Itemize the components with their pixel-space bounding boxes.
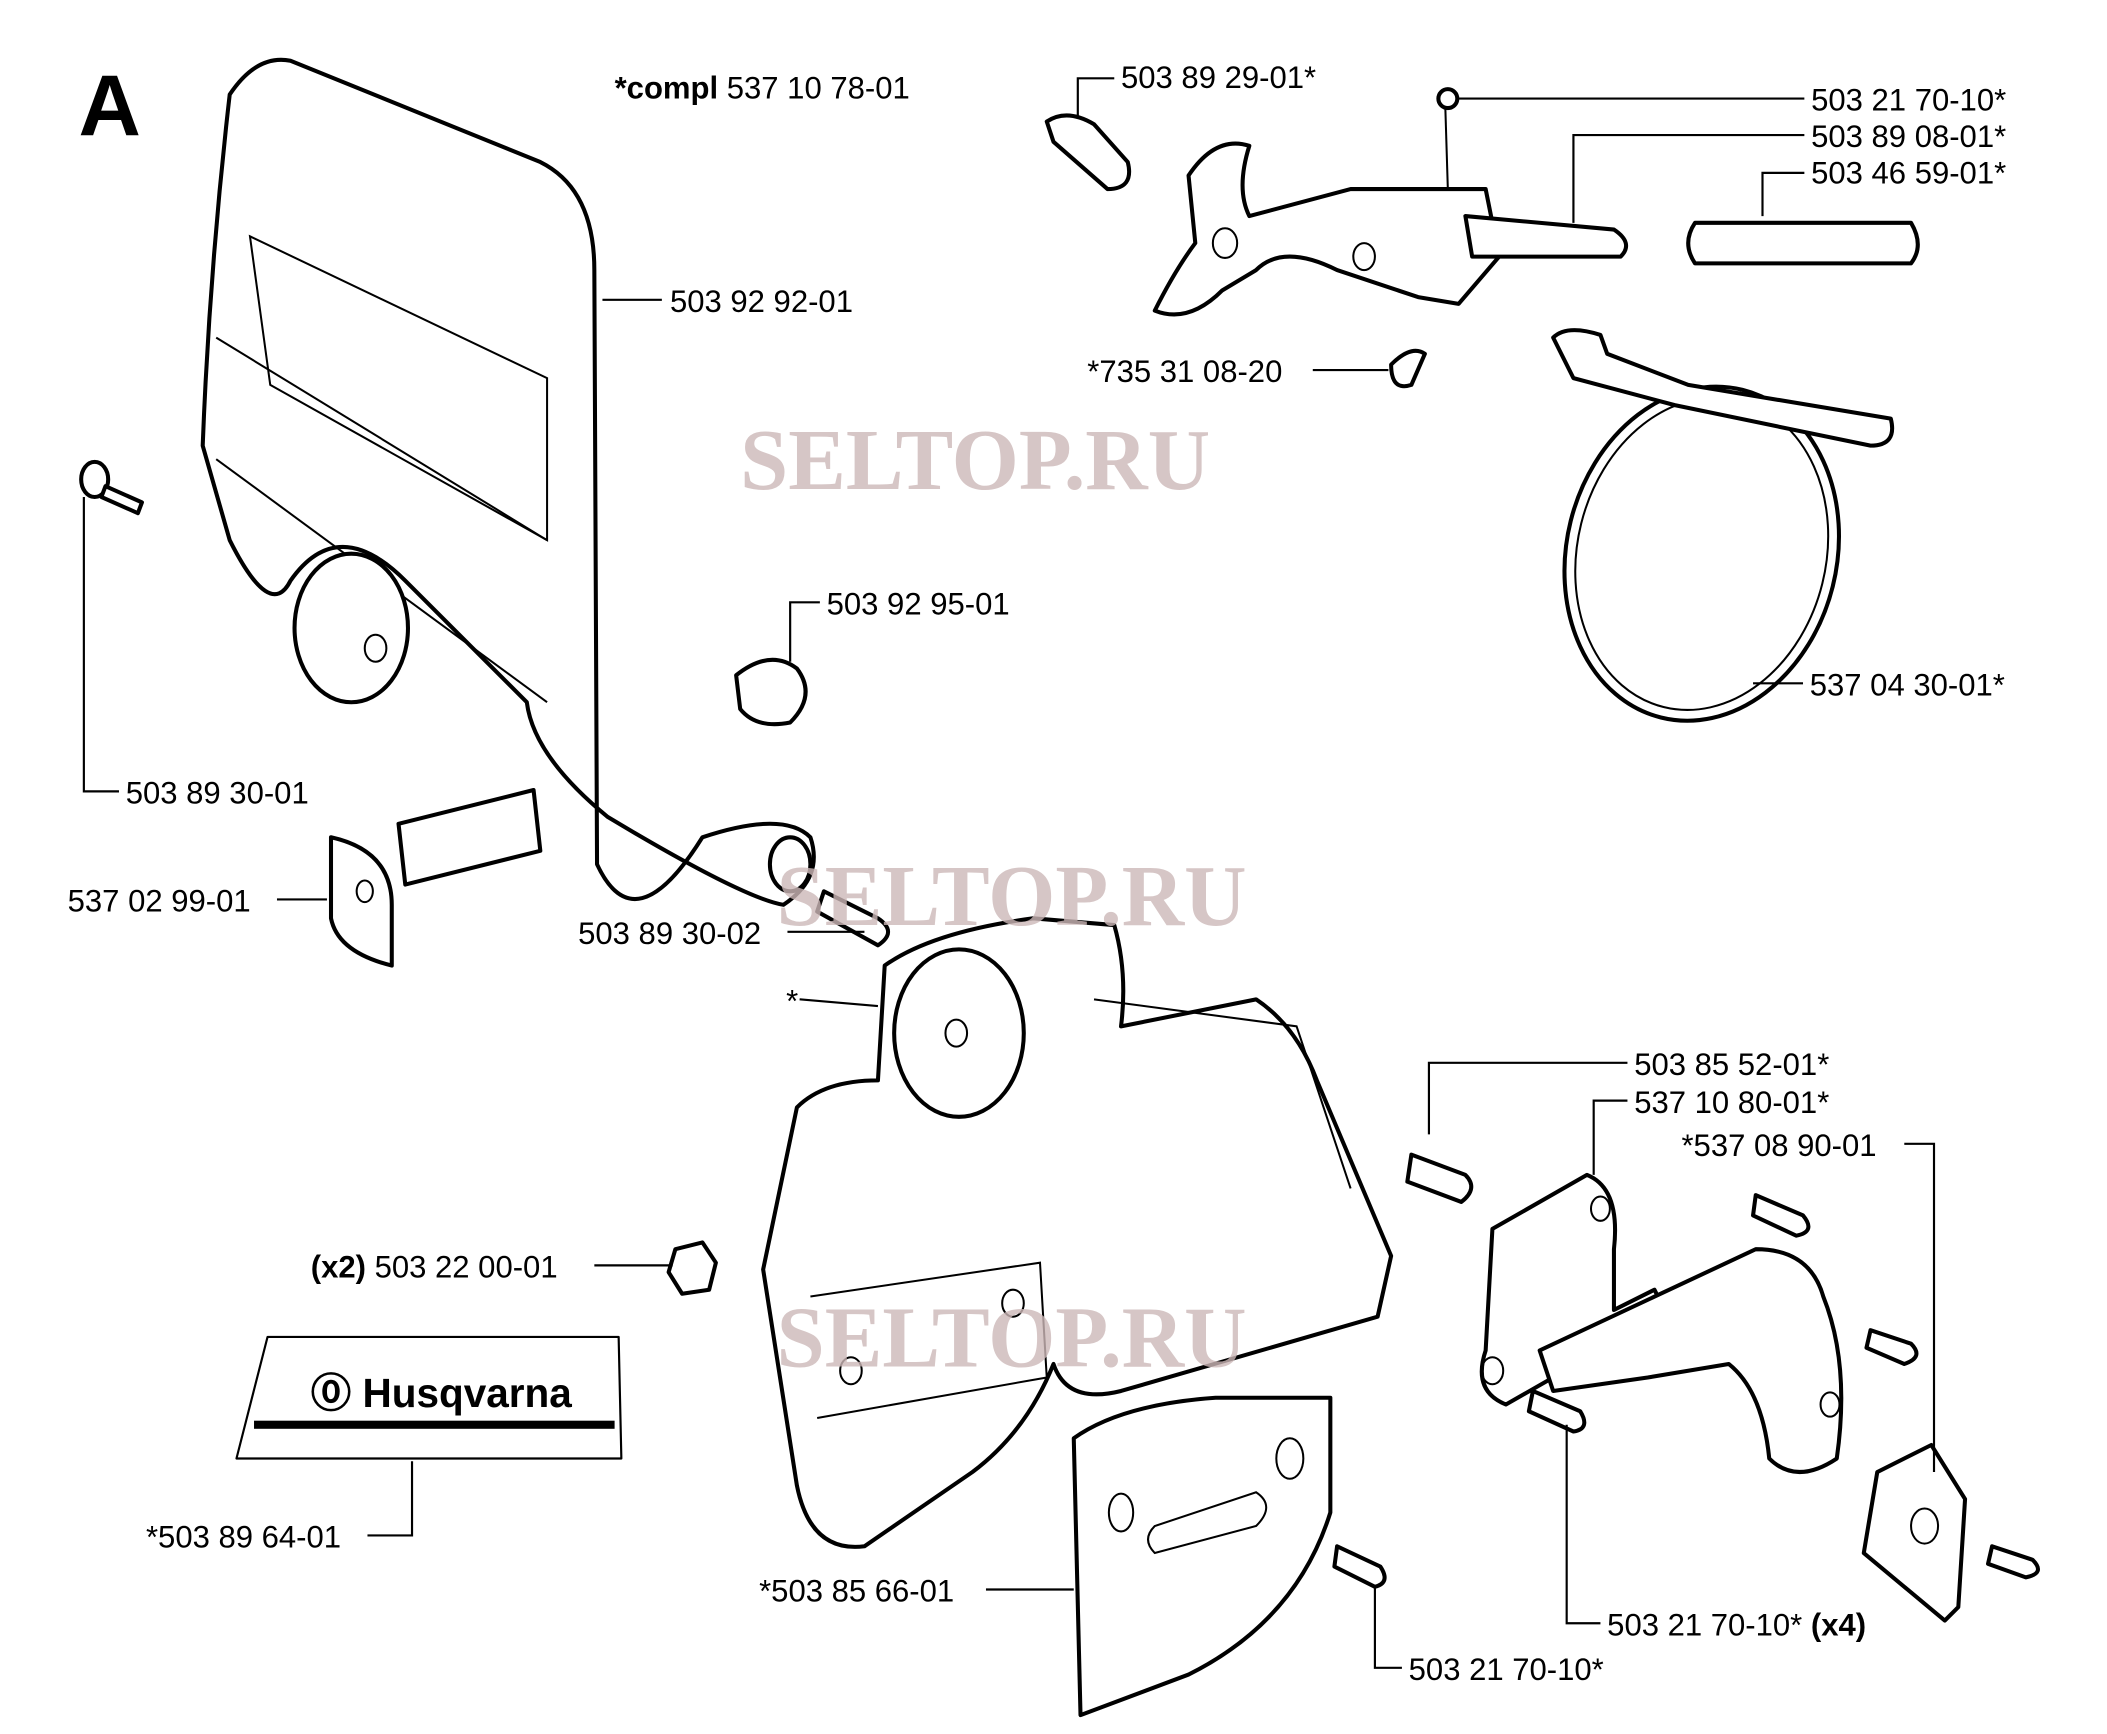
screw-part	[1332, 1193, 2040, 1589]
bar-plate-part	[1071, 1395, 1333, 1718]
leader-lines	[82, 77, 1936, 1669]
watermark: SELTOP.RU	[777, 848, 1247, 944]
part-label: 503 85 52-01*	[1634, 1047, 1829, 1082]
part-label: 503 92 95-01	[827, 586, 1010, 621]
part-label: 537 04 30-01*	[1810, 667, 2005, 702]
section-letter: A	[78, 58, 140, 154]
nut-part	[666, 1240, 718, 1296]
part-label: 503 46 59-01*	[1811, 156, 2006, 191]
part-label: 503 21 70-10*	[1409, 1652, 1604, 1687]
screw-part	[79, 459, 144, 516]
part-label: (x2) 503 22 00-01	[311, 1250, 558, 1285]
part-label: *	[786, 984, 798, 1019]
assembly-label: *compl 537 10 78-01	[615, 71, 910, 106]
hand-guard-part	[200, 57, 816, 907]
part-label: 537 02 99-01	[68, 884, 251, 919]
part-label: 503 89 30-01	[126, 776, 309, 811]
part-label: 503 89 29-01*	[1121, 60, 1316, 95]
pin-part	[1405, 1152, 1474, 1204]
brake-band-part	[1551, 328, 1895, 723]
clip-part	[734, 657, 808, 727]
part-label: *503 89 64-01	[146, 1520, 341, 1555]
chain-guard-part	[1479, 1172, 1968, 1623]
watermark: SELTOP.RU	[777, 1290, 1247, 1386]
screw-part	[815, 889, 891, 948]
part-label: 537 10 80-01*	[1634, 1085, 1829, 1120]
part-label: *537 08 90-01	[1681, 1128, 1876, 1163]
brand-logo: ⓪ Husqvarna	[311, 1370, 573, 1416]
part-label: 503 92 92-01	[670, 284, 853, 319]
part-label: *735 31 08-20	[1087, 354, 1282, 389]
husqvarna-decal: ⓪ Husqvarna	[235, 1335, 623, 1460]
clutch-cover-part	[761, 916, 1394, 1549]
watermark: SELTOP.RU	[740, 412, 1210, 508]
part-label: 503 89 08-01*	[1811, 119, 2006, 154]
part-label: 503 21 70-10* (x4)	[1607, 1607, 1866, 1642]
part-label: 503 89 30-02	[578, 916, 761, 951]
part-label: *503 85 66-01	[759, 1574, 954, 1609]
part-label: 503 21 70-10*	[1811, 83, 2006, 118]
cam-part	[328, 787, 543, 968]
brake-lever-part	[1044, 87, 1920, 389]
